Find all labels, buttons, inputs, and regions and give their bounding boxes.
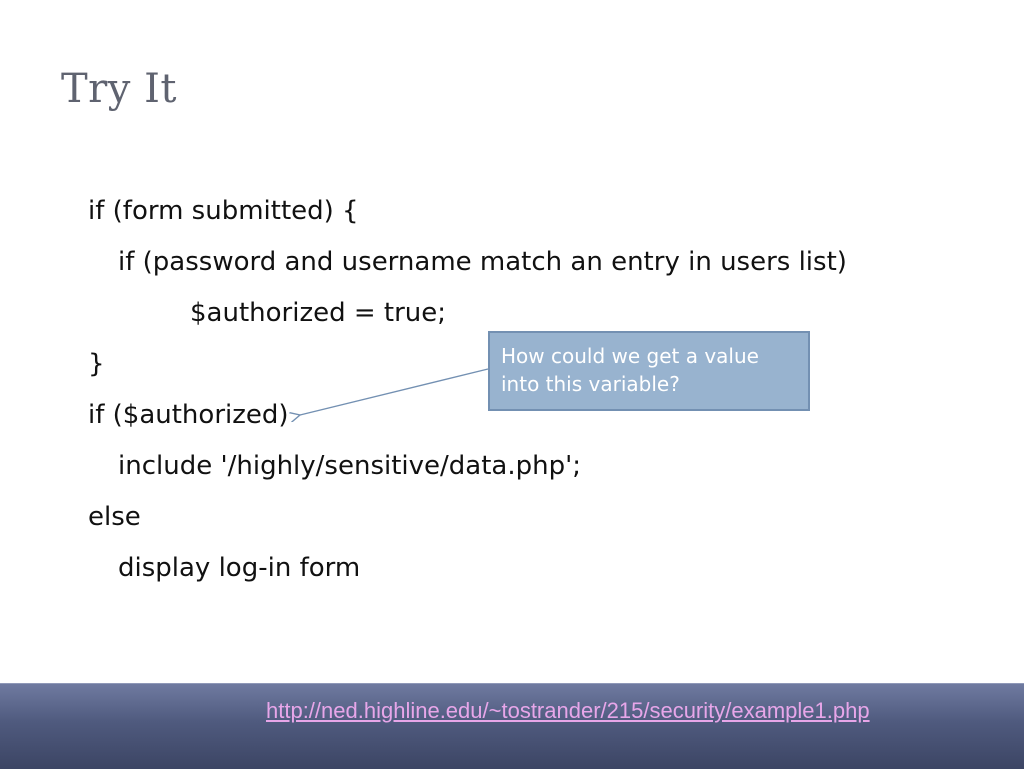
footer-bar: http://ned.highline.edu/~tostrander/215/… (0, 683, 1024, 769)
callout-arrow-line (300, 368, 489, 415)
code-line: } (88, 349, 105, 379)
code-line: include '/highly/sensitive/data.php'; (118, 451, 581, 481)
code-line: else (88, 502, 141, 532)
code-line-authorized-check: if ($authorized) (88, 400, 289, 430)
slide-title: Try It (61, 66, 177, 112)
callout-text-line: How could we get a value (501, 344, 759, 368)
code-line: if (password and username match an entry… (118, 247, 847, 277)
callout-text-line: into this variable? (501, 372, 680, 397)
code-line: display log-in form (118, 553, 361, 583)
callout-box: How could we get a value into this varia… (488, 331, 810, 411)
example-link[interactable]: http://ned.highline.edu/~tostrander/215/… (266, 698, 870, 723)
code-line: if (form submitted) { (88, 196, 359, 226)
code-line: $authorized = true; (190, 298, 447, 328)
